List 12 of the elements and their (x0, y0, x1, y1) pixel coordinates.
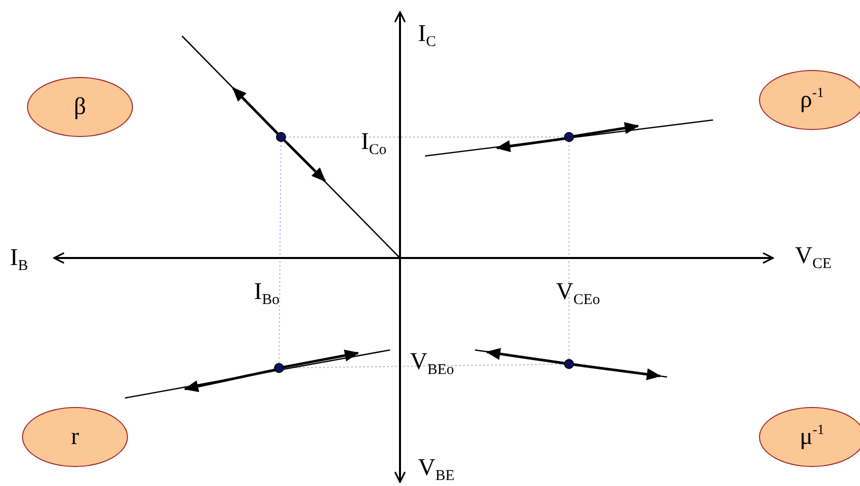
parameter-symbol: ρ$^{-1}$ (800, 86, 824, 114)
axis-label: I$_{B}$ (10, 246, 28, 274)
parameter-symbol: β (74, 94, 86, 120)
operating-point-label: I$_{Bo}$ (254, 280, 280, 308)
parameter-symbol: μ$^{-1}$ (800, 423, 824, 451)
axis-label: V$_{CE}$ (795, 244, 832, 272)
parameter-symbol: r (71, 424, 79, 450)
operating-point-label: V$_{BEo}$ (410, 350, 454, 378)
operating-point-label: I$_{Co}$ (361, 130, 387, 158)
operating-point-label: V$_{CEo}$ (556, 280, 600, 308)
axis-label: V$_{BE}$ (418, 456, 455, 484)
axis-label: I$_{C}$ (418, 22, 436, 50)
